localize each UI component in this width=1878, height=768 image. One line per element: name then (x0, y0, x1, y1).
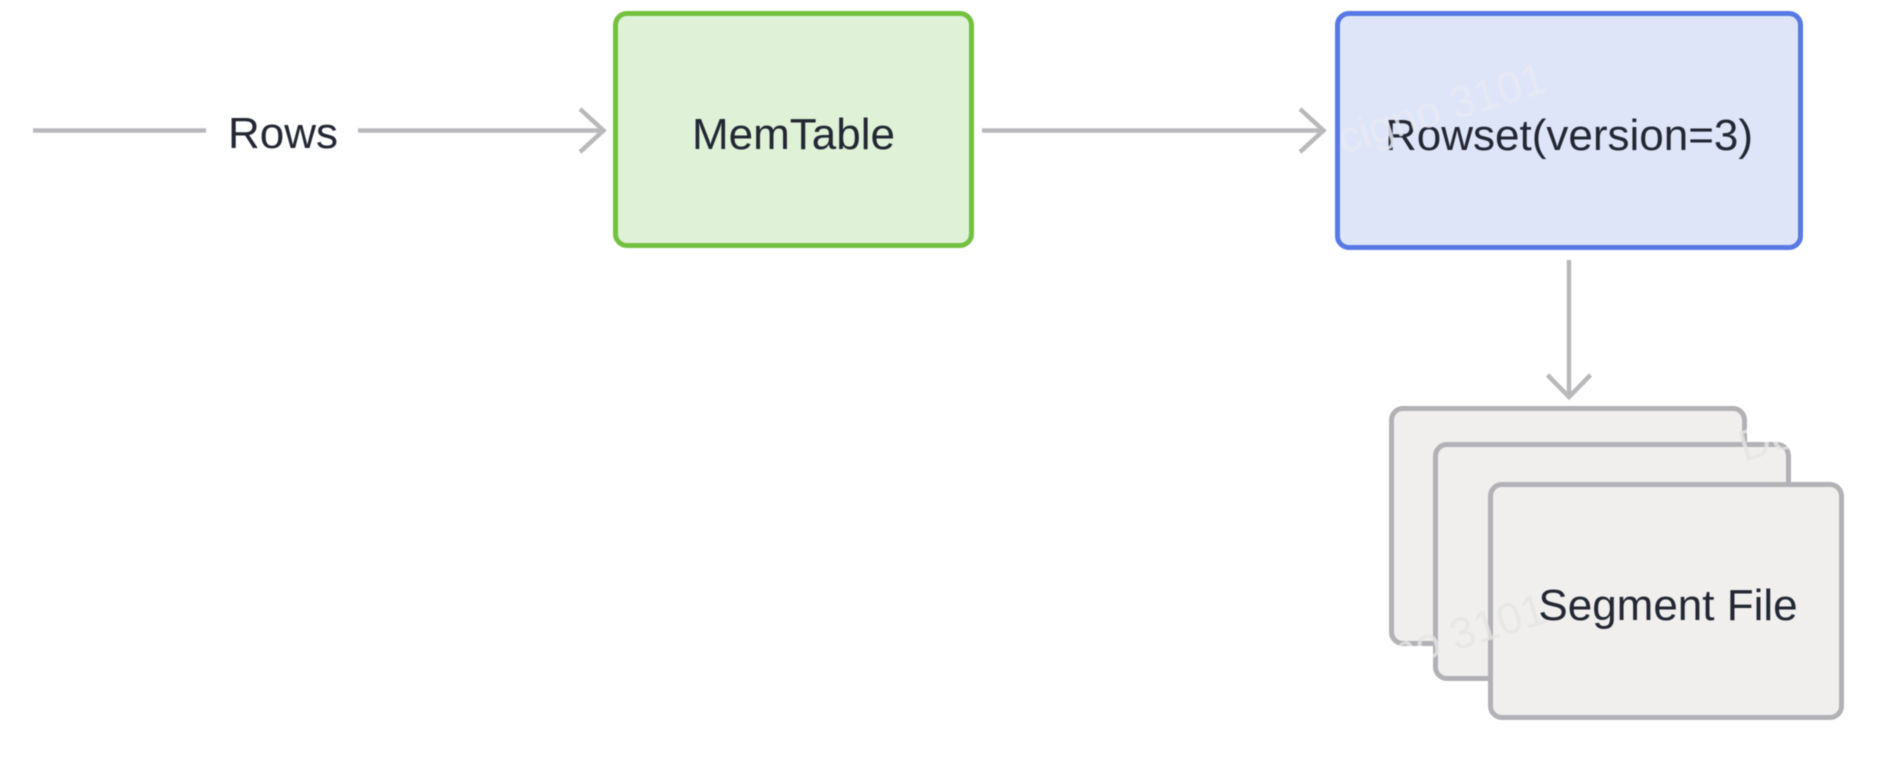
svg-text:cigno 3101: cigno 3101 (1332, 585, 1552, 695)
svg-text:Do: Do (1733, 408, 1801, 471)
svg-text:cigno 3101: cigno 3101 (1332, 54, 1552, 164)
